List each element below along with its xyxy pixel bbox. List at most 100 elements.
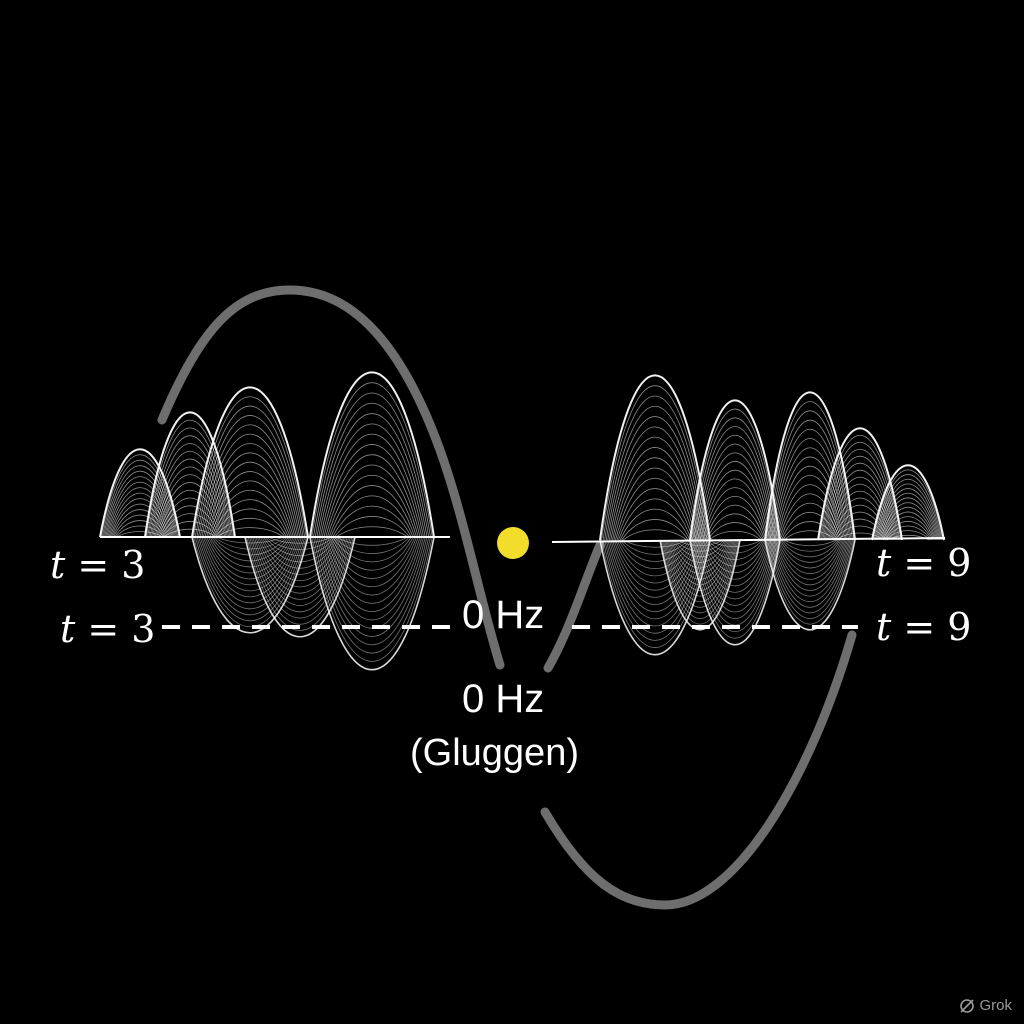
left-lobe-4-upper-line [323,454,421,538]
right-lobe-1-lower-line [698,539,772,600]
left-lobe-4-upper-line [330,495,414,538]
right-lobe-0-upper-line [611,457,699,541]
left-lobe-0-upper-line [107,487,173,538]
right-lobe-5-lower-line [666,539,734,597]
left-lobe-2-lower-line [203,536,297,592]
left-lobe-3-lower-line [266,536,334,550]
right-lobe-1-upper-line [693,426,777,541]
right-lobe-1-upper-line [707,522,763,541]
right-lobe-4-upper-line [883,521,933,541]
label-hz-lower: 0 Hz [462,677,544,721]
left-lobe-3-lower-line [260,536,340,575]
right-lobe-0-upper-line [622,529,688,541]
right-lobe-0-lower-line [613,539,697,591]
left-lobe-4-lower-line [320,536,424,621]
right-lobe-3-upper-line [825,477,895,541]
right-lobe-4-upper-line [875,483,941,541]
grok-logo-icon [960,998,975,1013]
right-lobe-3-upper-line [823,462,897,541]
right-lobe-0-lower-line [608,539,702,613]
right-lobe-1-lower-line [693,539,777,626]
right-lobe-2-lower-line [783,539,837,547]
right-lobe-0-upper-line [605,416,705,541]
right-lobe-0-lower-line [618,539,692,569]
left-lobe-4-lower-line [321,536,423,613]
watermark: Grok [959,997,1012,1014]
right-lobe-5-lower-line [669,539,731,580]
right-lobe-0-upper-line [618,498,692,541]
right-lobe-2-lower-line [765,539,855,625]
right-lobe-2-lower-line [768,539,852,614]
large-curve [157,285,857,910]
left-lobe-2-lower-line [201,536,299,597]
right-lobe-5-lower-line [668,539,732,586]
left-lobe-2-lower-line [211,536,289,562]
right-lobe-0-lower-line [611,539,699,598]
label-caption: (Gluggen) [410,732,579,774]
right-lobe-2-lower-line [781,539,839,558]
right-lobe-4-upper-line [884,525,932,541]
large-curve-left [157,285,505,670]
left-lobe-4-upper-line [335,526,409,538]
right-lobe-2-lower-line [778,539,842,569]
left-lobe-4-lower-line [325,536,419,596]
right-lobe-2-lower-line [772,539,848,597]
right-lobe-4-upper-line [873,474,943,541]
right-lobe-2-lower-line [779,539,841,563]
large-curve-right [540,630,857,910]
left-lobe-4-upper-line [332,505,412,538]
left-lobe-2-lower-line [193,536,307,628]
right-lobe-5-lower-line [660,539,740,625]
left-lobe-1-upper-line [152,458,228,538]
left-lobe-3-lower-line [255,536,345,594]
right-lobe-0-upper-line [613,467,697,541]
right-lobe-1-upper-line [699,470,771,541]
left-lobe-2-upper-line [207,480,293,538]
left-lobe-3-lower-line [256,536,344,588]
right-lobe-4-upper-line [880,507,936,541]
right-lobe-0-upper-line [599,374,711,541]
right-lobe-0-upper-line [607,426,703,541]
right-lobe-1-lower-line [701,539,769,586]
right-lobe-4-upper-line [878,497,938,541]
left-lobe-1-upper-line [162,521,218,538]
right-lobe-4-upper-line [871,464,945,541]
left-lobe-3-lower-line [252,536,348,606]
label-t-left-lower: t = 3 [60,607,155,651]
right-lobe-1-upper-line [703,496,767,541]
left-lobe-4-upper-line [334,516,410,538]
left-lobe-4-upper-line [311,382,433,538]
left-lobe-2-upper-line [191,386,309,538]
left-lobe-4-upper-line [318,423,426,538]
right-lobe-0-upper-line [601,385,709,541]
left-lobe-2-upper-line [214,517,286,538]
right-lobe-1-upper-line [704,504,766,541]
right-lobe-1-upper-line [689,399,781,541]
right-lobe-2-upper-line [775,475,845,541]
right-lobe-1-lower-line [699,539,771,593]
left-lobe-1-upper-line [144,411,236,538]
right-lobe-3-upper-line [822,456,898,541]
right-lobe-1-upper-line [690,408,780,541]
left-lobe-2-upper-line [201,443,299,538]
wave-bundle-right [599,374,945,656]
right-lobe-1-upper-line [708,530,762,541]
left-lobe-2-upper-line [199,434,301,538]
right-lobe-1-upper-line [694,434,776,541]
right-lobe-2-upper-line [765,401,855,541]
right-lobe-2-lower-line [777,539,843,575]
right-lobe-0-upper-line [602,395,708,541]
left-lobe-2-lower-line [196,536,304,615]
right-lobe-5-lower-line [674,539,726,558]
right-lobe-0-lower-line [607,539,703,619]
left-lobe-4-lower-line [311,536,433,662]
left-lobe-2-upper-line [194,405,306,538]
left-lobe-3-lower-line [268,536,332,544]
right-lobe-0-upper-line [616,488,694,541]
left-lobe-4-upper-line [313,392,431,538]
left-lobe-3-lower-line [246,536,354,631]
right-lobe-4-upper-line [877,493,939,541]
left-lobe-2-lower-line [214,536,286,550]
